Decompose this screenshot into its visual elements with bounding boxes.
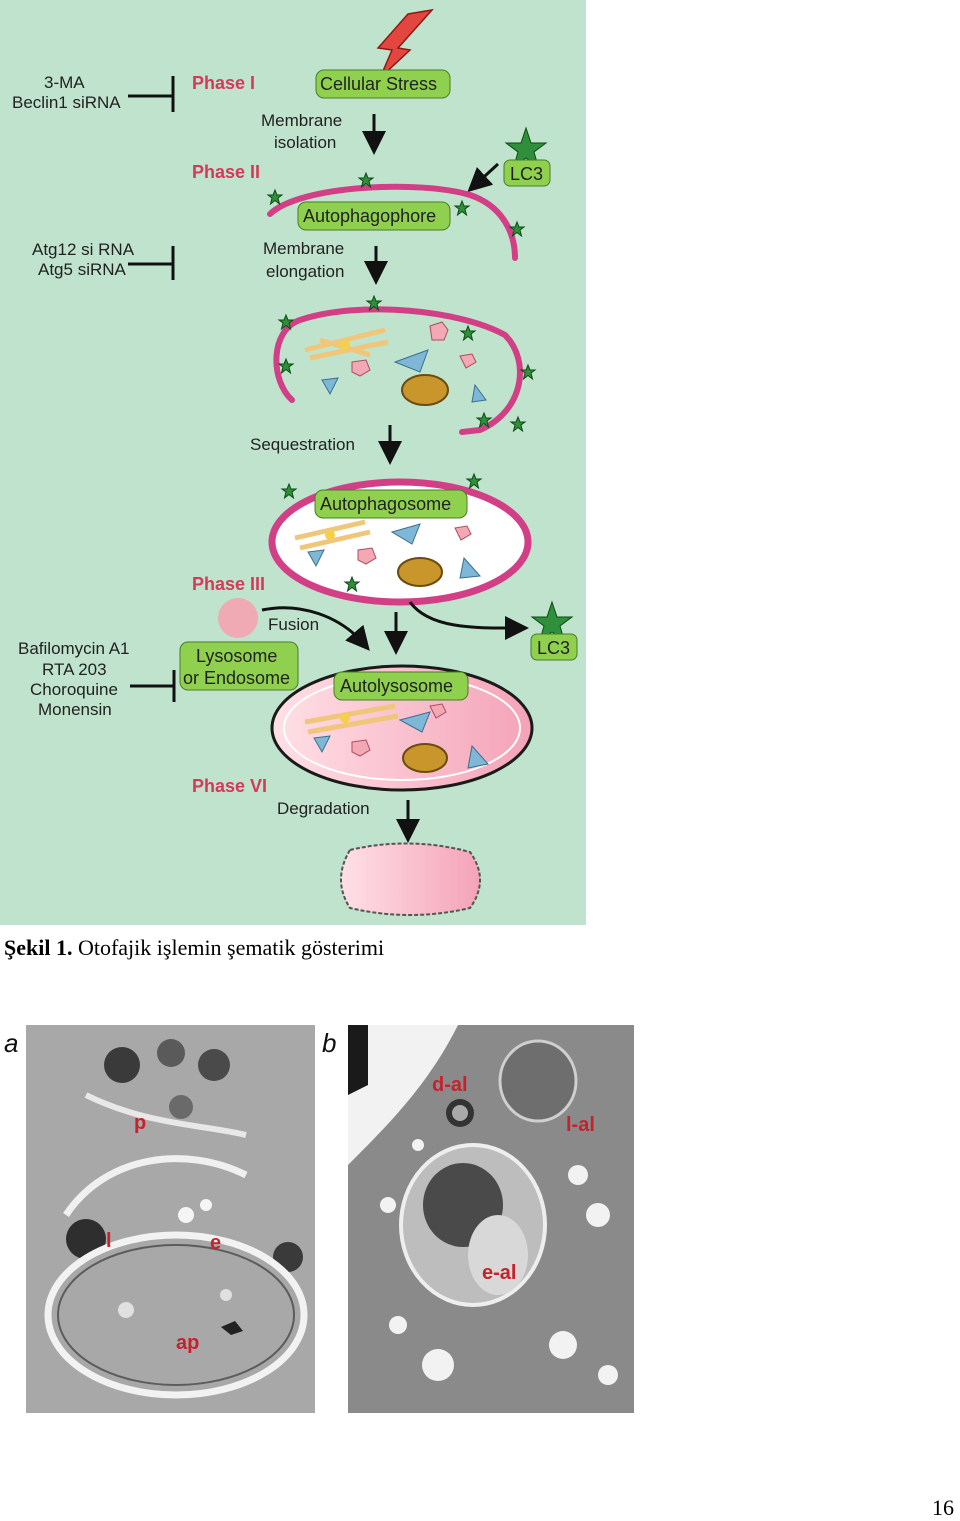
cargo-group-1 — [304, 321, 487, 406]
fusion-text: Fusion — [268, 615, 319, 634]
inhibitor-monensin: Monensin — [38, 700, 112, 719]
lc3-text-bottom: LC3 — [537, 638, 570, 658]
inhibitor-bafilomycin: Bafilomycin A1 — [18, 639, 130, 658]
phase-2-label: Phase II — [192, 162, 260, 182]
cellular-stress-text: Cellular Stress — [320, 74, 437, 94]
micrograph-panel-b: d-al l-al e-al — [348, 1025, 634, 1413]
elongated-membrane — [273, 306, 523, 435]
inhibit-bar-phase1 — [128, 76, 175, 112]
lysosome-tag — [179, 641, 299, 691]
lc3-star-bottom-icon — [530, 600, 574, 642]
cargo-group-2 — [294, 519, 482, 587]
autophagy-diagram: 3-MA Beclin1 siRNA Phase I Cellular Stre… — [0, 0, 586, 925]
micro-label-ap: ap — [176, 1332, 199, 1354]
phase-1-label: Phase I — [192, 73, 255, 93]
phase-4-label: Phase VI — [192, 776, 267, 796]
figure-caption: Şekil 1. Otofajik işlemin şematik göster… — [4, 935, 384, 961]
arrow-lc3-out — [408, 601, 529, 641]
panel-a-letter: a — [4, 1028, 19, 1058]
micro-label-p: p — [134, 1112, 146, 1134]
lc3-text-top: LC3 — [510, 164, 543, 184]
caption-text: Otofajik işlemin şematik gösterimi — [72, 935, 385, 960]
lysosome-text-line1: Lysosome — [196, 646, 277, 666]
page-number: 16 — [932, 1495, 954, 1520]
micro-label-d-al: d-al — [432, 1074, 468, 1096]
cellular-stress-tag — [315, 69, 451, 99]
membrane-elongation-line1: Membrane — [263, 239, 344, 258]
lc3-tag-bottom — [530, 633, 578, 661]
autophagosome-text: Autophagosome — [320, 494, 451, 514]
autophagophore-tag — [297, 201, 451, 231]
inhibit-bar-phase3 — [130, 670, 176, 702]
lightning-bolt-icon — [376, 8, 434, 79]
lc3-star-icon — [504, 126, 548, 168]
sequestration-text: Sequestration — [250, 435, 355, 454]
micro-label-e: e — [210, 1232, 221, 1254]
lc3-tag-top — [503, 159, 551, 187]
membrane-elongation-line2: elongation — [266, 262, 344, 281]
phase-3-label: Phase III — [192, 574, 265, 594]
caption-label: Şekil 1. — [4, 935, 73, 960]
membrane-isolation-line2: isolation — [274, 133, 336, 152]
membrane-isolation-line1: Membrane — [261, 111, 342, 130]
degraded-body — [340, 842, 481, 916]
inhibitor-rta203: RTA 203 — [42, 660, 107, 679]
degradation-text: Degradation — [277, 799, 370, 818]
autolysosome-tag — [333, 671, 469, 701]
panel-b-letter: b — [322, 1028, 337, 1058]
autophagophore-text: Autophagophore — [303, 206, 436, 226]
autolysosome-text: Autolysosome — [340, 676, 453, 696]
lysosome-text-line2: or Endosome — [183, 668, 290, 688]
phagophore-membrane — [267, 183, 518, 261]
micro-label-l: l — [106, 1230, 112, 1252]
arrow-fusion — [261, 606, 370, 651]
inhibitor-beclin1: Beclin1 siRNA — [12, 93, 121, 112]
micrograph-panel-a: p l e ap — [26, 1025, 315, 1413]
autophagosome-tag — [314, 489, 468, 519]
cargo-group-3 — [304, 703, 489, 773]
lysosome-blob — [218, 598, 258, 638]
inhibitor-3ma: 3-MA — [44, 73, 85, 92]
inhibitor-atg12: Atg12 si RNA — [32, 240, 135, 259]
micro-label-e-al: e-al — [482, 1262, 516, 1284]
micro-label-l-al: l-al — [566, 1114, 595, 1136]
inhibitor-atg5: Atg5 siRNA — [38, 260, 127, 279]
arrow-lc3-in — [467, 162, 500, 193]
inhibitor-choroquine: Choroquine — [30, 680, 118, 699]
inhibit-bar-phase2 — [128, 246, 175, 280]
